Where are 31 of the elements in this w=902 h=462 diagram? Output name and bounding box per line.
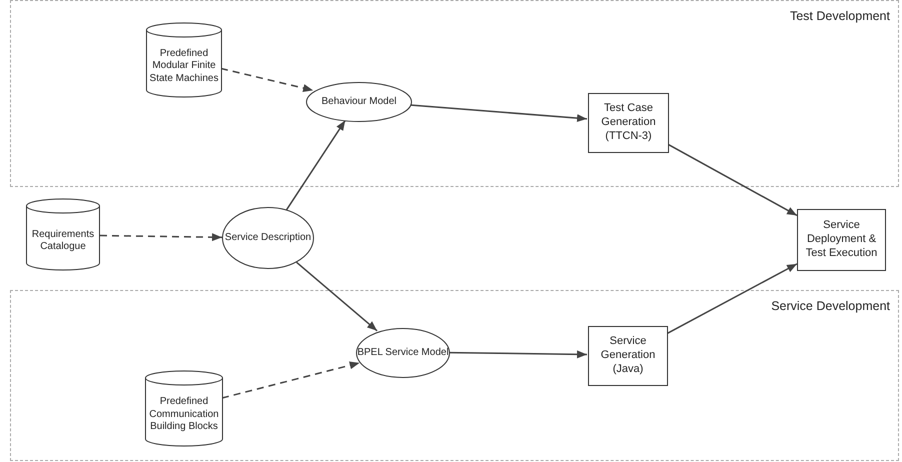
database-cylinder xyxy=(146,23,222,98)
node-label: Service Description xyxy=(224,232,312,244)
arrow xyxy=(448,350,588,358)
process-box xyxy=(588,93,669,153)
node-label: BPEL Service Model xyxy=(357,346,449,360)
arrow xyxy=(296,262,378,332)
database-cylinder xyxy=(26,199,100,271)
swimlane-region xyxy=(10,0,899,187)
node-label: Predefined Communication Building Blocks xyxy=(148,396,220,434)
arrow xyxy=(410,104,588,122)
swimlane-region xyxy=(10,290,899,461)
region-label: Test Development xyxy=(790,9,890,23)
node-label: Test Case Generation (TTCN-3) xyxy=(600,102,657,144)
arrow xyxy=(668,144,798,216)
process-ellipse xyxy=(356,328,450,378)
process-box xyxy=(588,326,668,386)
node-label: Service Generation (Java) xyxy=(600,335,656,377)
dashed-arrow xyxy=(222,361,360,399)
node-label: Service Deployment & Test Execution xyxy=(804,219,878,261)
process-ellipse xyxy=(306,82,412,122)
node-label: Predefined Modular Finite State Machines xyxy=(148,48,220,86)
node-label: Behaviour Model xyxy=(321,96,397,108)
process-ellipse xyxy=(222,207,314,269)
arrow xyxy=(286,120,346,210)
dashed-arrow xyxy=(220,68,314,92)
process-box xyxy=(797,209,886,271)
database-cylinder xyxy=(145,371,223,447)
dashed-arrow xyxy=(100,233,222,242)
arrow xyxy=(666,263,798,334)
node-label: Requirements Catalogue xyxy=(30,228,96,254)
region-label: Service Development xyxy=(771,299,890,313)
